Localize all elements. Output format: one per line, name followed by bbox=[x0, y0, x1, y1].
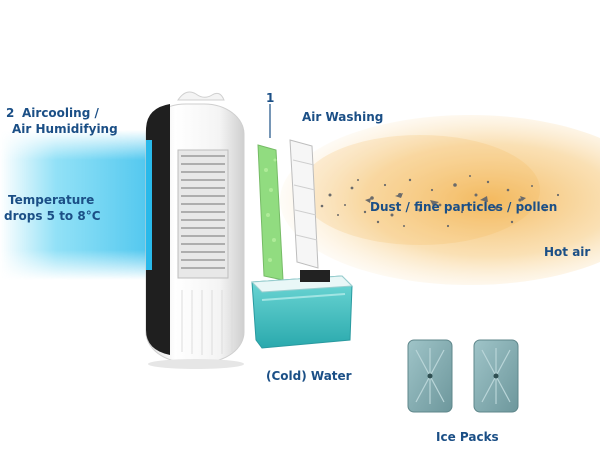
ice-packs-label: Ice Packs bbox=[436, 430, 499, 444]
aircooling-label: Aircooling / bbox=[22, 106, 99, 120]
cold-water-label: (Cold) Water bbox=[266, 369, 352, 383]
air-washing-filters bbox=[257, 139, 319, 281]
temperature-drop-label: drops 5 to 8°C bbox=[4, 209, 101, 223]
ice-packs bbox=[407, 339, 519, 413]
water-tank bbox=[250, 270, 354, 349]
step1-number: 1 bbox=[266, 91, 275, 105]
air-washing-label: Air Washing bbox=[302, 110, 384, 124]
air-humidifying-label: Air Humidifying bbox=[12, 122, 118, 136]
hot-air-cloud bbox=[280, 115, 600, 285]
temperature-label: Temperature bbox=[8, 193, 95, 207]
dust-label: Dust / fine particles / pollen bbox=[370, 200, 558, 214]
dust-particles bbox=[320, 175, 560, 228]
hot-air-label: Hot air bbox=[544, 245, 591, 259]
cool-air-stream bbox=[0, 130, 160, 280]
tower-air-cooler bbox=[145, 91, 245, 369]
step2-number: 2 bbox=[6, 106, 15, 120]
